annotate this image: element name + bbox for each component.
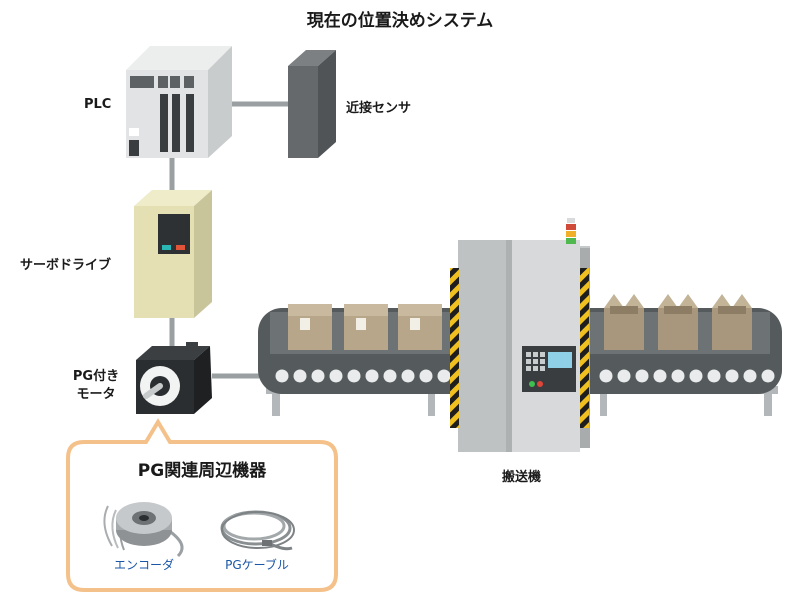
boxes-right [604, 294, 752, 350]
encoder-image [103, 502, 184, 558]
roller [689, 369, 703, 383]
roller [761, 369, 775, 383]
keypad-key [526, 359, 531, 364]
box-closed [288, 304, 332, 350]
conveyor-rollers [275, 369, 775, 383]
keypad-key [533, 352, 538, 357]
proximity-sensor-label: 近接センサ [346, 101, 412, 116]
pg-motor [136, 342, 212, 414]
roller [329, 369, 343, 383]
roller [599, 369, 613, 383]
conveyor-label: 搬送機 [502, 470, 542, 485]
control-keypad [526, 352, 545, 371]
boxes-left [288, 304, 442, 350]
pg-motor-label: PG付き モータ [58, 368, 134, 404]
pg-motor-label-line1: PG付き [72, 369, 120, 384]
callout-title: PG関連周辺機器 [137, 461, 267, 481]
roller [311, 369, 325, 383]
roller [437, 369, 451, 383]
encoder-link[interactable]: エンコーダ [113, 558, 174, 572]
keypad-key [533, 359, 538, 364]
box-closed [398, 304, 442, 350]
servo-drive [134, 190, 212, 318]
roller [347, 369, 361, 383]
roller [617, 369, 631, 383]
proximity-sensor [288, 50, 336, 158]
keypad-key [540, 352, 545, 357]
roller [653, 369, 667, 383]
keypad-key [526, 352, 531, 357]
roller [275, 369, 289, 383]
pg-cable-image [220, 510, 295, 551]
plc-label: PLC [84, 97, 112, 112]
page-title: 現在の位置決めシステム [306, 11, 494, 31]
roller [743, 369, 757, 383]
plc-unit [126, 46, 232, 158]
roller [401, 369, 415, 383]
conveyor-machine [450, 218, 590, 452]
roller [671, 369, 685, 383]
roller [725, 369, 739, 383]
pg-cable-link[interactable]: PGケーブル [225, 558, 289, 572]
roller [383, 369, 397, 383]
roller [293, 369, 307, 383]
keypad-key [540, 366, 545, 371]
roller [419, 369, 433, 383]
box-open [658, 294, 698, 350]
keypad-key [540, 359, 545, 364]
box-open [712, 294, 752, 350]
box-closed [344, 304, 388, 350]
roller [635, 369, 649, 383]
roller [365, 369, 379, 383]
pg-motor-label-line2: モータ [76, 387, 116, 402]
keypad-key [526, 366, 531, 371]
box-open [604, 294, 644, 350]
connection-lines [169, 101, 290, 379]
keypad-key [533, 366, 538, 371]
roller [707, 369, 721, 383]
servo-drive-label: サーボドライブ [20, 258, 112, 273]
